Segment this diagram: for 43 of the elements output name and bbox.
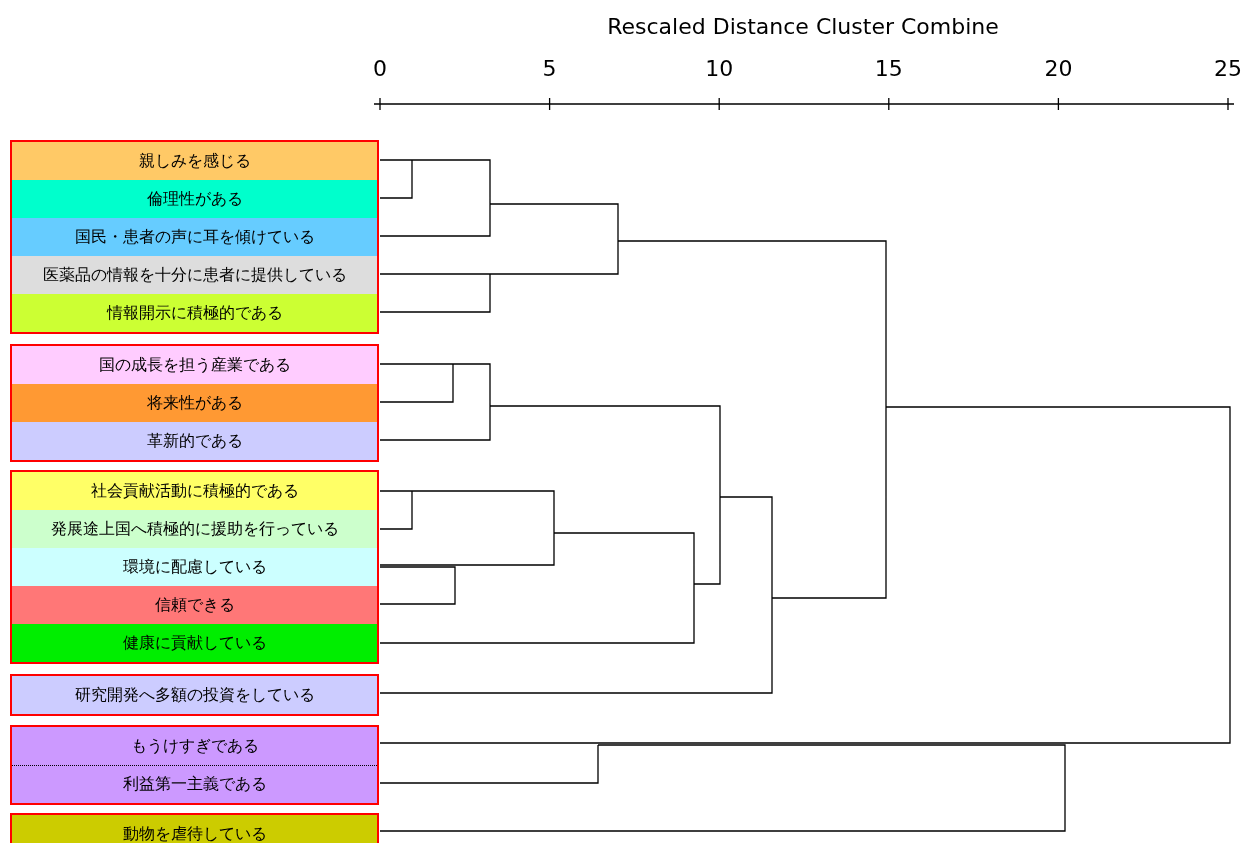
item-label: 発展途上国へ積極的に援助を行っている — [50, 518, 339, 540]
item-label: 利益第一主義である — [122, 774, 267, 795]
item-band — [12, 510, 377, 548]
item-band — [12, 548, 377, 586]
item-band — [12, 346, 377, 384]
item-band — [12, 180, 377, 218]
tick-label: 15 — [874, 56, 903, 81]
item-label: 国の成長を担う産業である — [98, 354, 291, 376]
group-box — [10, 725, 379, 805]
item-band — [12, 142, 377, 180]
item-label: 情報開示に積極的である — [106, 302, 283, 324]
item-band — [12, 422, 377, 460]
item-label: 医薬品の情報を十分に患者に提供している — [42, 264, 347, 286]
item-band — [12, 294, 377, 332]
item-label: 社会貢献活動に積極的である — [90, 480, 299, 502]
item-band — [12, 624, 377, 662]
item-label: 親しみを感じる — [138, 150, 251, 172]
item-band — [12, 765, 377, 803]
item-band — [12, 218, 377, 256]
item-label: 将来性がある — [146, 392, 243, 414]
item-label: 研究開発へ多額の投資をしている — [74, 684, 315, 706]
item-label: 健康に貢献している — [122, 632, 267, 654]
item-band — [12, 727, 377, 765]
tick-label: 10 — [705, 56, 734, 81]
item-label: 革新的である — [146, 430, 243, 452]
group-box — [10, 344, 379, 462]
group-box — [10, 470, 379, 664]
item-label: 倫理性がある — [146, 188, 243, 210]
tick-label: 0 — [373, 56, 387, 81]
item-label: もうけすぎである — [130, 735, 259, 757]
item-band — [12, 472, 377, 510]
group-box — [10, 140, 379, 334]
item-band — [12, 384, 377, 422]
item-band — [12, 256, 377, 294]
axis-title: Rescaled Distance Cluster Combine — [607, 14, 999, 39]
item-label: 環境に配慮している — [122, 556, 267, 578]
tick-label: 25 — [1214, 56, 1242, 81]
item-label: 国民・患者の声に耳を傾けている — [74, 226, 315, 248]
tick-label: 5 — [542, 56, 557, 81]
item-label: 信頼できる — [154, 594, 235, 616]
item-label: 動物を虐待している — [122, 823, 267, 843]
item-band — [12, 586, 377, 624]
tick-label: 20 — [1044, 56, 1073, 81]
